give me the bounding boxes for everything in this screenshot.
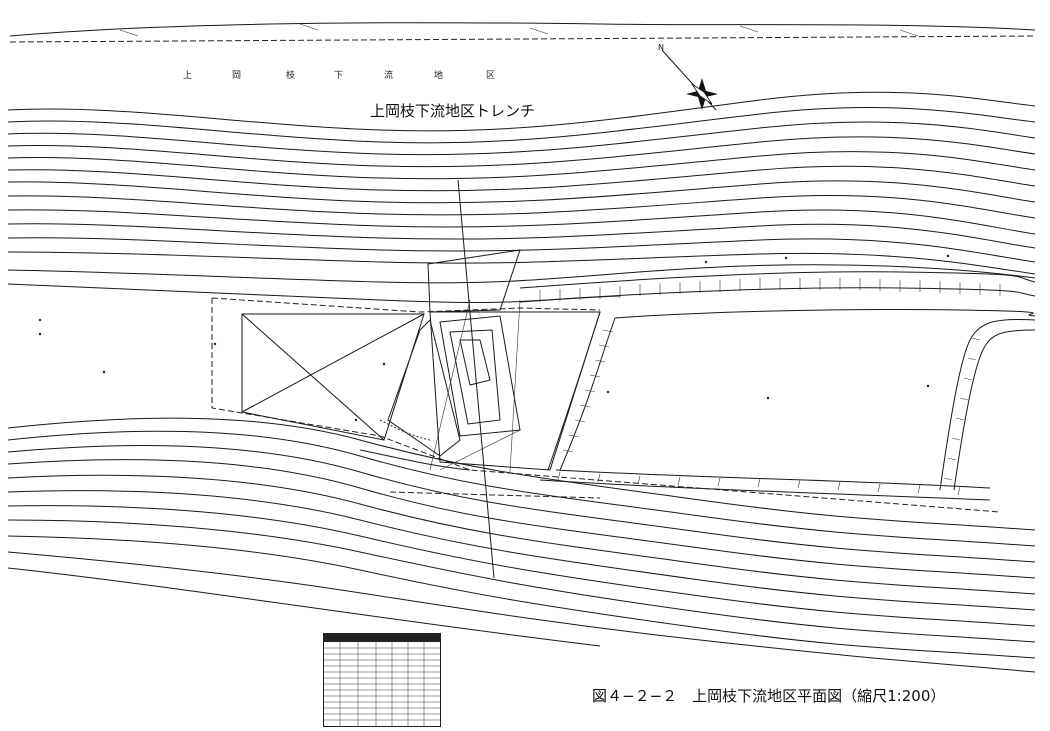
coordinate-table-grid — [324, 634, 440, 726]
coordinate-table — [323, 633, 441, 727]
contours-upper — [7, 91, 1036, 304]
trench-structure — [241, 179, 601, 579]
svg-text:流: 流 — [384, 69, 393, 81]
top-road-lines — [9, 22, 1036, 43]
contours-lower — [7, 417, 1036, 673]
svg-text:区: 区 — [486, 70, 495, 81]
svg-text:上: 上 — [183, 70, 192, 81]
svg-text:下: 下 — [334, 71, 343, 81]
district-label: 上 岡 枝 下 流 地 区 — [183, 69, 495, 81]
terrace-scarps — [519, 271, 1036, 501]
north-arrow-icon: N — [658, 43, 718, 111]
figure-caption: 図４−２−２ 上岡枝下流地区平面図（縮尺1:200） — [592, 687, 946, 705]
svg-text:枝: 枝 — [286, 69, 295, 81]
svg-text:地: 地 — [434, 69, 443, 81]
svg-text:N: N — [658, 43, 664, 52]
survey-marks — [38, 254, 950, 422]
svg-text:岡: 岡 — [232, 70, 241, 81]
trench-title: 上岡枝下流地区トレンチ — [370, 102, 535, 120]
